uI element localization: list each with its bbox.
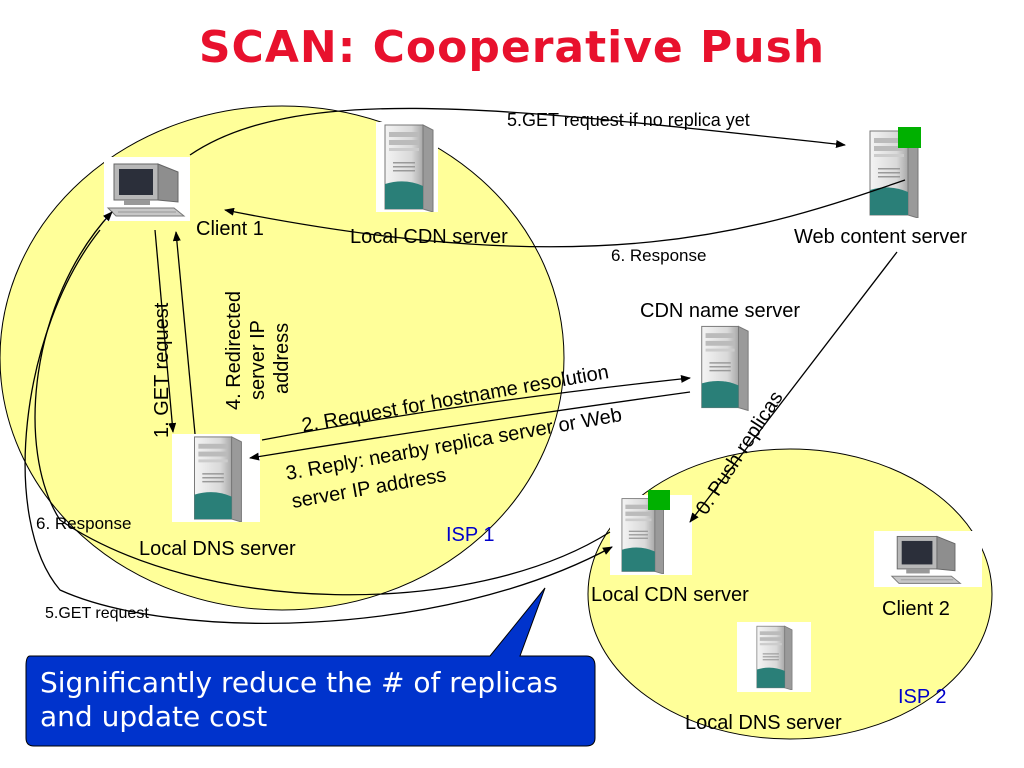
redirected-line3: address [271, 323, 293, 394]
slide-title: SCAN: Cooperative Push [198, 22, 826, 73]
web-content-server [862, 127, 924, 218]
response-top-arrow [224, 179, 906, 248]
local-dns-server-1 [172, 434, 260, 522]
isp1-region [0, 105, 565, 611]
client1-pc [104, 157, 190, 221]
isp2-label: ISP 2 [898, 686, 947, 708]
local-cdn-server-2-label: Local CDN server [591, 584, 749, 606]
replica-marker-icon [898, 127, 921, 148]
cdn-name-server-label: CDN name server [640, 300, 801, 322]
local-dns-server-1-label: Local DNS server [139, 538, 296, 560]
hostname-request-arrow [261, 374, 691, 441]
redirected-line2: server IP [247, 320, 269, 400]
local-cdn-server-2 [610, 490, 692, 575]
client2-pc [874, 531, 982, 587]
redirected-label: 4. Redirected server IP address [223, 291, 293, 410]
local-dns-server-2-label: Local DNS server [685, 712, 842, 734]
get-request-5-label: 5.GET request [45, 605, 149, 622]
replica-marker-icon [648, 490, 670, 510]
callout-box [25, 587, 596, 747]
redirected-arrow [172, 231, 196, 435]
get-if-no-replica-arrow [189, 107, 846, 156]
local-cdn-server-1-label: Local CDN server [350, 226, 508, 248]
local-cdn-server-1 [376, 122, 438, 212]
response-top-label: 6. Response [611, 246, 707, 265]
reply-arrow [249, 391, 691, 461]
get-request-5-arrow [24, 229, 613, 624]
client2-label: Client 2 [882, 598, 950, 620]
isp1-label: ISP 1 [446, 524, 495, 546]
callout-text: Significantly reduce the # of replicas a… [40, 666, 558, 733]
cdn-name-server [693, 322, 753, 412]
get-request-label: 1. GET request [151, 302, 173, 438]
web-content-server-label: Web content server [794, 226, 968, 248]
get-if-no-replica-label: 5.GET request if no replica yet [507, 110, 750, 130]
response-left-label: 6. Response [36, 514, 132, 533]
redirected-line1: 4. Redirected [223, 291, 245, 410]
local-dns-server-2 [737, 622, 811, 692]
push-replicas-arrow [689, 251, 898, 523]
get-request-arrow [154, 229, 177, 433]
client1-label: Client 1 [196, 218, 264, 240]
